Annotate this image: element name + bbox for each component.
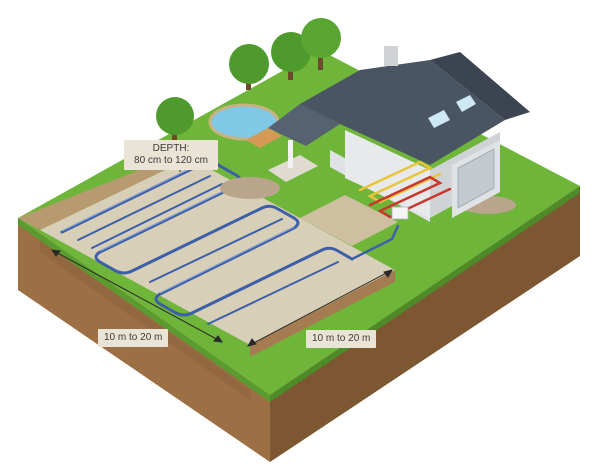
skylight-left [428,110,450,128]
house [268,46,530,222]
trench-wall-front [250,270,395,357]
trees [156,18,341,140]
trench-floor [40,158,395,345]
garage-door [457,148,495,209]
length-label-right: 10 m to 20 m [306,330,377,348]
length-label-left: 10 m to 20 m [98,329,169,347]
lawn-edge-side [270,186,580,402]
trench-wall-left [18,150,190,230]
porch-steps [268,155,318,182]
lawn-edge-front [18,218,270,402]
house-roof-side [430,52,530,120]
heat-pump-unit [391,206,409,220]
porch-column [288,140,293,168]
pipe-highlights [61,162,295,294]
house-roof [300,60,505,165]
depth-range: 80 cm to 120 cm [134,155,208,166]
skylight-right [456,95,476,112]
dimension-arrows [50,156,394,347]
chimney [384,46,398,66]
deck [246,128,282,148]
trench-corridor [300,195,398,246]
porch-roof [268,104,340,146]
depth-label: DEPTH: 80 cm to 120 cm [124,140,218,170]
soil-front-shade [40,240,250,400]
soil-side-face [270,186,580,462]
depth-title: DEPTH: [152,143,190,154]
house-wall-front [345,130,430,218]
